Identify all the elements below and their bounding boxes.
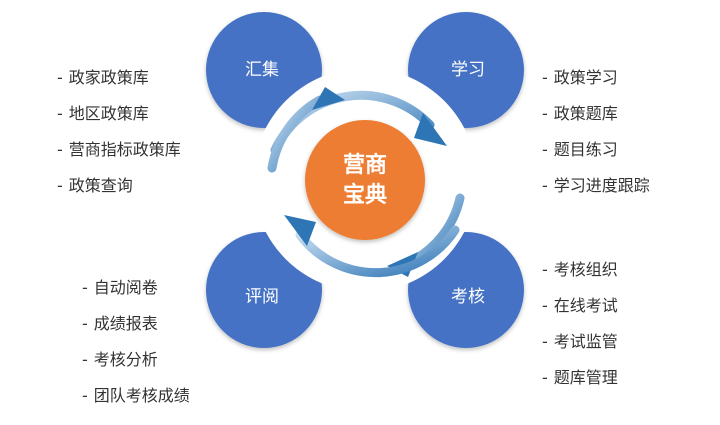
node-assess-label: 考核 <box>451 287 485 307</box>
list-item: -成绩报表 <box>82 313 190 349</box>
bullet-dash: - <box>57 68 63 87</box>
list-item: -题目练习 <box>542 139 650 175</box>
list-item: -考核组织 <box>542 259 618 295</box>
list-item-label: 考核分析 <box>93 350 158 369</box>
node-review-label: 评阅 <box>245 287 279 307</box>
node-study-label: 学习 <box>451 60 485 80</box>
list-item-label: 在线考试 <box>553 296 618 315</box>
list-item-label: 考核组织 <box>553 260 618 279</box>
list-item: -政策题库 <box>542 103 650 139</box>
review-items-list: -自动阅卷 -成绩报表 -考核分析 -团队考核成绩 <box>82 277 190 421</box>
list-item-label: 政家政策库 <box>68 68 149 87</box>
list-item-label: 题目练习 <box>553 140 618 159</box>
list-item-label: 学习进度跟踪 <box>553 176 650 195</box>
list-item-label: 团队考核成绩 <box>93 386 190 405</box>
bullet-dash: - <box>542 332 548 351</box>
bullet-dash: - <box>542 260 548 279</box>
list-item-label: 政策题库 <box>553 104 618 123</box>
assess-items-list: -考核组织 -在线考试 -考试监管 -题库管理 <box>542 259 618 403</box>
arrow-left <box>267 95 325 173</box>
bullet-dash: - <box>57 104 63 123</box>
bullet-dash: - <box>82 386 88 405</box>
bullet-dash: - <box>542 296 548 315</box>
list-item-label: 题库管理 <box>553 368 618 387</box>
list-item-label: 自动阅卷 <box>93 278 158 297</box>
bullet-dash: - <box>82 314 88 333</box>
arrow-right <box>405 193 465 267</box>
node-collect-label: 汇集 <box>245 60 279 80</box>
list-item-label: 政策学习 <box>553 68 618 87</box>
list-item: -政策查询 <box>57 175 181 211</box>
list-item: -考试监管 <box>542 331 618 367</box>
bullet-dash: - <box>542 68 548 87</box>
list-item: -在线考试 <box>542 295 618 331</box>
bullet-dash: - <box>542 368 548 387</box>
list-item-label: 考试监管 <box>553 332 618 351</box>
study-items-list: -政策学习 -政策题库 -题目练习 -学习进度跟踪 <box>542 67 650 211</box>
list-item-label: 成绩报表 <box>93 314 158 333</box>
arrow-bottom-head <box>284 215 316 246</box>
arrow-top-head <box>414 113 447 146</box>
arrow-bottom <box>295 225 460 278</box>
list-item: -学习进度跟踪 <box>542 175 650 211</box>
list-item: -政家政策库 <box>57 67 181 103</box>
collect-items-list: -政家政策库 -地区政策库 -营商指标政策库 -政策查询 <box>57 67 181 211</box>
list-item: -题库管理 <box>542 367 618 403</box>
list-item-label: 营商指标政策库 <box>68 140 181 159</box>
list-item: -团队考核成绩 <box>82 385 190 421</box>
bullet-dash: - <box>82 350 88 369</box>
list-item-label: 政策查询 <box>68 176 133 195</box>
list-item-label: 地区政策库 <box>68 104 149 123</box>
list-item: -考核分析 <box>82 349 190 385</box>
bullet-dash: - <box>542 176 548 195</box>
bullet-dash: - <box>82 278 88 297</box>
arrow-left-head <box>312 87 345 110</box>
list-item: -营商指标政策库 <box>57 139 181 175</box>
center-label-line1: 营商 <box>343 152 387 178</box>
bullet-dash: - <box>542 104 548 123</box>
list-item: -自动阅卷 <box>82 277 190 313</box>
bullet-dash: - <box>57 176 63 195</box>
center-label-line2: 宝典 <box>343 182 387 208</box>
cycle-arrows <box>267 87 465 278</box>
bullet-dash: - <box>542 140 548 159</box>
center-circle <box>305 120 425 240</box>
bullet-dash: - <box>57 140 63 159</box>
list-item: -政策学习 <box>542 67 650 103</box>
list-item: -地区政策库 <box>57 103 181 139</box>
